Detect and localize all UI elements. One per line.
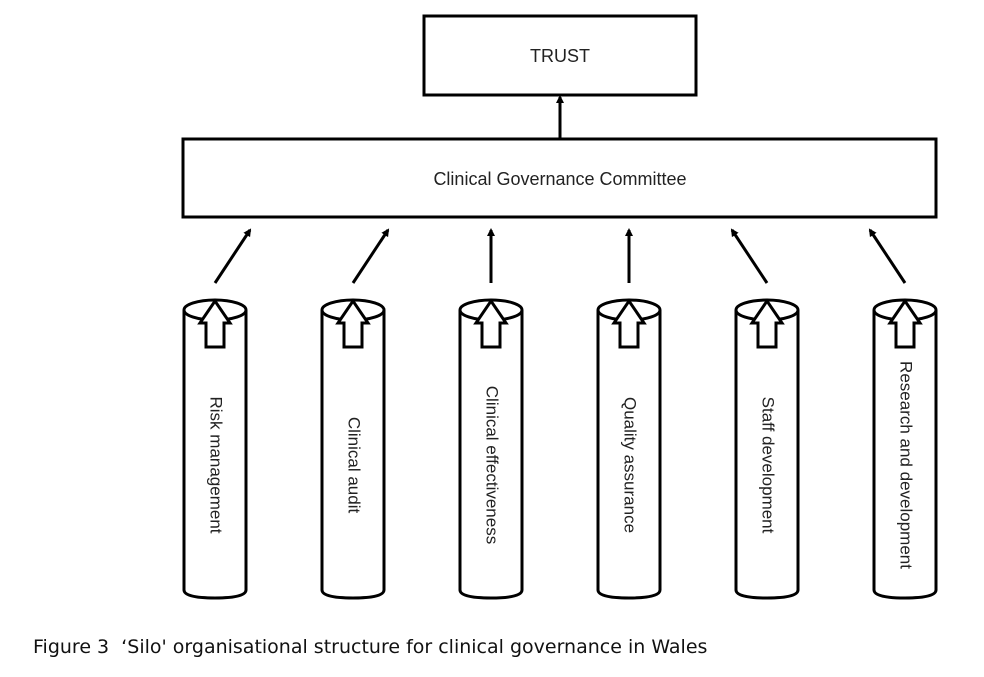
silo-risk-management: Risk management — [182, 228, 252, 600]
silo-to-committee-arrow — [730, 228, 769, 284]
silo-label: Staff development — [759, 397, 778, 534]
block-arrow-up-icon — [611, 298, 647, 349]
block-arrow-up-icon — [197, 298, 233, 349]
trust-label: TRUST — [530, 46, 590, 66]
silo-cylinder-body — [734, 310, 800, 600]
silo-label: Clinical effectiveness — [483, 386, 502, 544]
block-arrow-up-icon — [749, 298, 785, 349]
silo-cylinder-body — [872, 310, 938, 600]
silo-to-committee-arrow — [351, 228, 390, 284]
silo-quality-assurance: Quality assurance — [596, 228, 662, 600]
silo-cylinder-body — [458, 310, 524, 600]
silo-label: Quality assurance — [621, 397, 640, 533]
silos-group: Risk management Clinical audit Clinical ef… — [182, 228, 938, 600]
silo-label: Risk management — [207, 396, 226, 533]
figure-number: Figure 3 — [33, 636, 110, 658]
trust-box: TRUST — [422, 14, 698, 97]
silo-cylinder-body — [320, 310, 386, 600]
committee-label: Clinical Governance Committee — [433, 169, 686, 189]
silo-research-and-development: Research and development — [868, 228, 938, 600]
silo-to-committee-arrow — [213, 228, 252, 284]
block-arrow-up-icon — [473, 298, 509, 349]
silo-clinical-effectiveness: Clinical effectiveness — [458, 228, 524, 600]
block-arrow-up-icon — [887, 298, 923, 349]
committee-box: Clinical Governance Committee — [181, 137, 938, 219]
block-arrow-up-icon — [335, 298, 371, 349]
silo-staff-development: Staff development — [730, 228, 800, 600]
caption-text: ‘Silo' organisational structure for clin… — [121, 636, 708, 658]
figure-caption: Figure 3 ‘Silo' organisational structure… — [33, 636, 707, 658]
silo-to-committee-arrow — [868, 228, 907, 284]
silo-label: Research and development — [897, 361, 916, 569]
silo-cylinder-body — [596, 310, 662, 600]
silo-label: Clinical audit — [345, 417, 364, 514]
silo-cylinder-body — [182, 310, 248, 600]
silo-clinical-audit: Clinical audit — [320, 228, 390, 600]
